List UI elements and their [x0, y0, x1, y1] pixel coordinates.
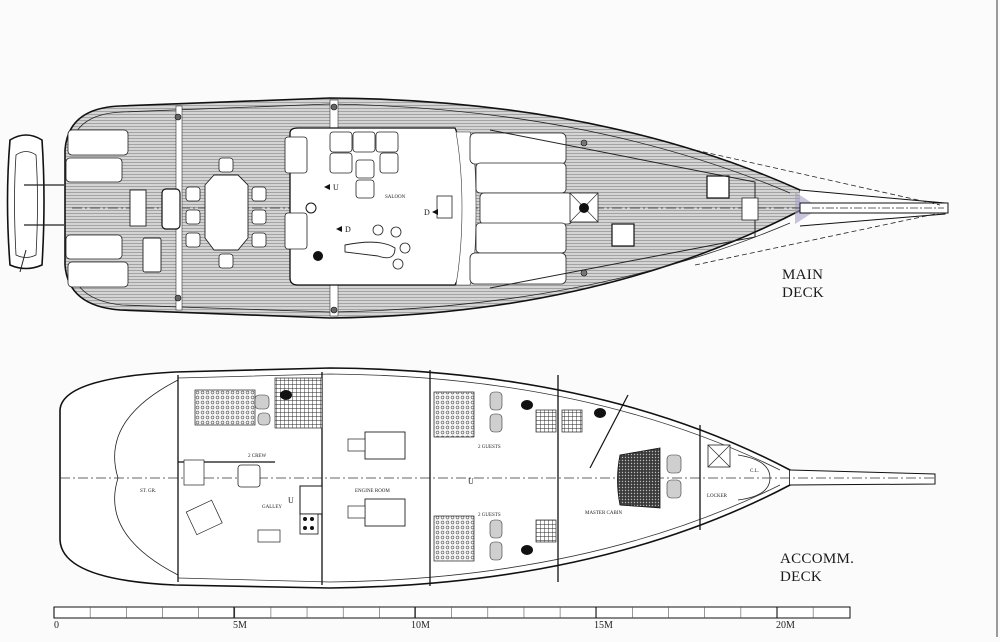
label-down-1: D	[345, 225, 351, 234]
main-deck: SALOON U D D	[6, 97, 949, 319]
mast-icon	[579, 203, 589, 213]
deck-hatch	[611, 223, 635, 247]
label-galley: GALLEY	[262, 505, 282, 510]
scale-tick-10: 10M	[411, 620, 430, 631]
crew-bunk	[194, 389, 256, 426]
dining-chairs	[185, 157, 267, 269]
label-engine-room: ENGINE ROOM	[355, 489, 390, 494]
label-chain-locker: C.L.	[750, 469, 759, 474]
label-guests-upper: 2 GUESTS	[478, 445, 501, 450]
label-up: U	[333, 183, 339, 192]
scale-tick-20: 20M	[776, 620, 795, 631]
scale-bar: 0 5M 10M 15M 20M	[53, 606, 851, 631]
scale-tick-15: 15M	[594, 620, 613, 631]
label-saloon: SALOON	[385, 195, 406, 200]
aft-sunpads	[65, 129, 129, 288]
main-deck-title-line2: DECK	[782, 285, 825, 301]
guest-berth-upper	[433, 391, 475, 438]
forward-sunpads	[469, 132, 573, 285]
label-guests-lower: 2 GUESTS	[478, 513, 501, 518]
label-up-galley: U	[288, 496, 294, 505]
main-deck-title: MAIN DECK	[782, 266, 824, 302]
accomm-deck-title-line1: ACCOMM.	[780, 551, 855, 567]
scale-tick-5: 5M	[233, 620, 247, 631]
accomm-deck-title-line2: DECK	[780, 569, 823, 585]
windlass	[741, 197, 759, 221]
forward-hatch	[706, 175, 730, 199]
engine-starboard	[364, 498, 406, 527]
scale-tick-0: 0	[54, 620, 59, 631]
tender-dinghy	[6, 134, 64, 273]
accommodation-deck: 2 CREW GALLEY U ST. GR. ENGINE ROOM 2 GU…	[59, 367, 936, 589]
page-edge	[996, 0, 998, 637]
saloon-bar	[344, 241, 396, 259]
label-locker: LOCKER	[707, 494, 728, 499]
guest-berth-lower	[433, 515, 475, 562]
crew-head	[274, 377, 323, 429]
galley-stove	[299, 513, 319, 535]
saloon-sofa	[329, 131, 399, 199]
label-master-cabin: MASTER CABIN	[585, 511, 622, 516]
master-berth	[617, 447, 661, 509]
label-down-2: D	[424, 208, 430, 217]
dining-table	[204, 174, 249, 251]
main-deck-title-line1: MAIN	[782, 267, 824, 283]
accomm-deck-title: ACCOMM. DECK	[780, 550, 854, 586]
label-up-guests: U	[468, 477, 474, 486]
engine-port	[364, 431, 406, 460]
helm-station	[161, 188, 181, 230]
label-crew: 2 CREW	[248, 454, 266, 459]
label-storage: ST. GR.	[140, 489, 156, 494]
